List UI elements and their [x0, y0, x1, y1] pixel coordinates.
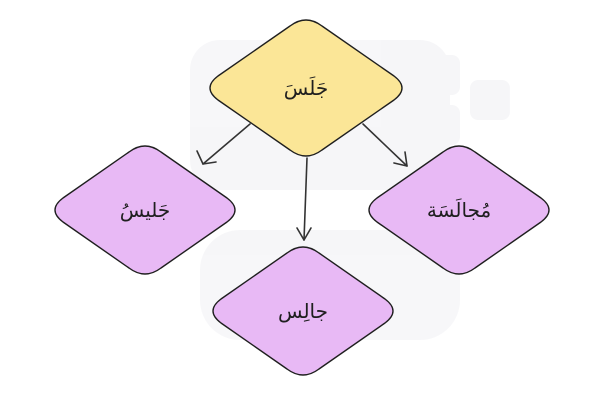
child-node-right: مُجالَسَة — [368, 145, 550, 275]
arrowhead-left — [196, 150, 217, 165]
edge-root-to-bottom — [303, 157, 308, 241]
arrowhead-right — [393, 151, 408, 167]
edge-root-to-left — [202, 123, 251, 165]
child-bottom-diamond — [212, 246, 394, 376]
root-diamond — [209, 19, 403, 157]
child-right-label: مُجالَسَة — [427, 198, 491, 222]
root-node: جَلَسَ — [209, 19, 403, 157]
arrowhead-bottom — [296, 227, 312, 241]
child-left-label: جَليسُ — [120, 198, 171, 222]
child-bottom-label: جالِس — [278, 299, 328, 323]
edges — [196, 123, 408, 241]
child-left-diamond — [54, 145, 236, 275]
child-node-bottom: جالِس — [212, 246, 394, 376]
root-label: جَلَسَ — [284, 76, 328, 100]
child-node-left: جَليسُ — [54, 145, 236, 275]
child-right-diamond — [368, 145, 550, 275]
edge-root-to-right — [362, 123, 408, 167]
